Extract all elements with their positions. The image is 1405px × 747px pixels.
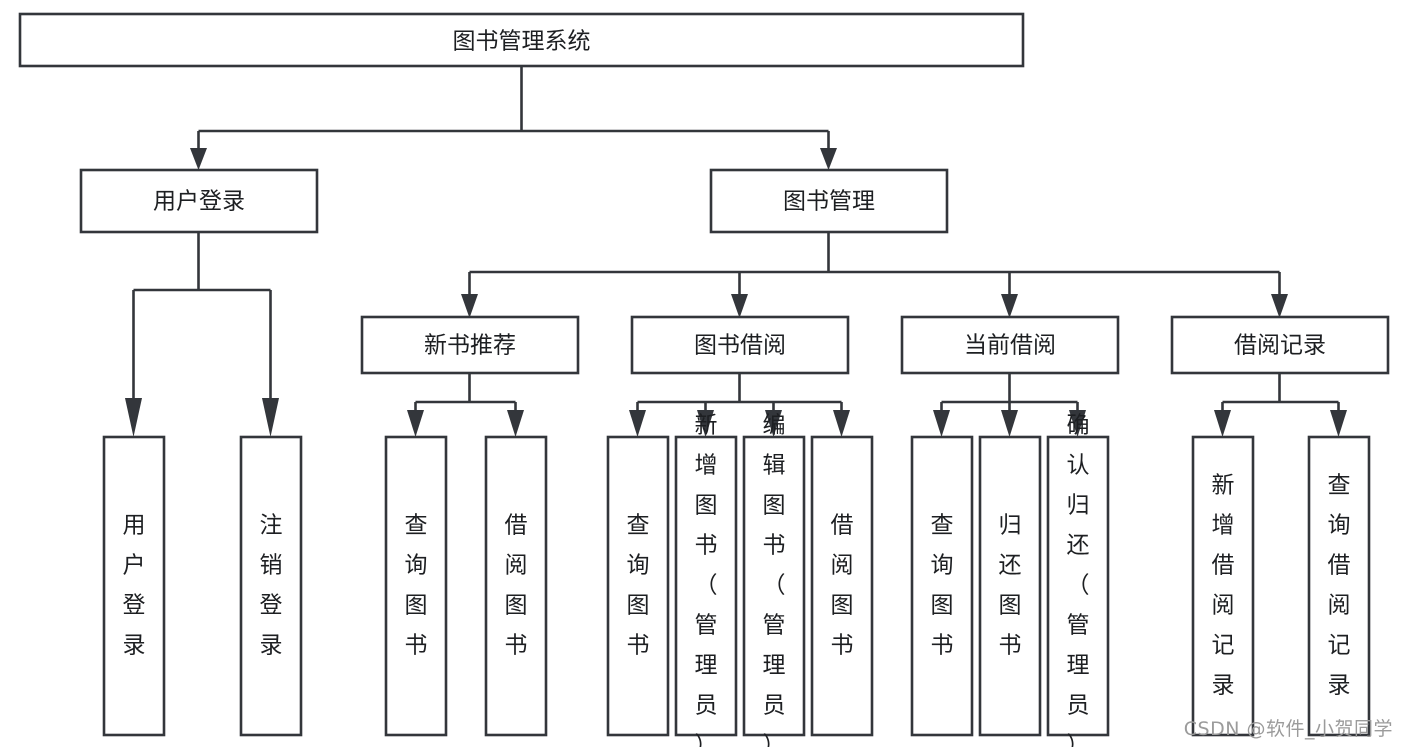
node-current-borrow-label: 当前借阅 xyxy=(964,333,1056,359)
leaf-query-borrow-record-box[interactable] xyxy=(1307,435,1371,737)
node-book-management-label: 图书管理 xyxy=(783,189,875,215)
leaf-add-book-admin-box[interactable] xyxy=(674,435,738,737)
leaf-newbook-query-book-label: 查询图书 xyxy=(405,513,428,659)
node-root-label: 图书管理系统 xyxy=(453,29,591,55)
node-root-box[interactable] xyxy=(18,12,1025,68)
arrow-head-book-manage xyxy=(820,148,837,170)
leaf-node-newbook-borrow-book[interactable]: 借阅图书 xyxy=(484,435,548,737)
leaf-node-confirm-return-admin[interactable]: 确认归还（管理员） xyxy=(1046,413,1110,747)
leaf-newbook-borrow-book-label: 借阅图书 xyxy=(505,513,528,659)
leaf-newbook-borrow-book-box[interactable] xyxy=(484,435,548,737)
arrow-head-new-book-recommend xyxy=(461,294,478,318)
leaf-user-login-box[interactable] xyxy=(102,435,166,737)
leaf-node-newbook-query-book[interactable]: 查询图书 xyxy=(384,435,448,737)
node-book-borrow-box[interactable] xyxy=(630,315,850,375)
node-book-management[interactable]: 图书管理 xyxy=(709,168,949,234)
arrow-head-leaf-logout xyxy=(262,398,279,437)
arrow-head-newbook-leaf-2 xyxy=(507,410,524,437)
leaf-borrow-book-box[interactable] xyxy=(810,435,874,737)
arrow-head-user-login xyxy=(190,148,207,170)
leaf-add-borrow-record-label: 新增借阅记录 xyxy=(1212,473,1235,699)
node-new-book-recommend[interactable]: 新书推荐 xyxy=(360,315,580,375)
node-current-borrow-box[interactable] xyxy=(900,315,1120,375)
arrow-head-bookborrow-leaf-4 xyxy=(833,410,850,437)
leaf-node-borrow-query-book[interactable]: 查询图书 xyxy=(606,435,670,737)
leaf-node-return-book[interactable]: 归还图书 xyxy=(978,435,1042,737)
node-borrow-record-box[interactable] xyxy=(1170,315,1390,375)
node-borrow-record[interactable]: 借阅记录 xyxy=(1170,315,1390,375)
leaf-edit-book-admin-box[interactable] xyxy=(742,435,806,737)
arrow-head-currentborrow-leaf-2 xyxy=(1001,410,1018,437)
arrow-head-bookborrow-leaf-3 xyxy=(765,410,782,437)
leaf-borrow-book-label: 借阅图书 xyxy=(831,513,854,659)
leaf-node-add-borrow-record[interactable]: 新增借阅记录 xyxy=(1191,435,1255,737)
leaf-return-book-label: 归还图书 xyxy=(999,513,1022,659)
node-borrow-record-label: 借阅记录 xyxy=(1234,333,1326,359)
node-current-borrow[interactable]: 当前借阅 xyxy=(900,315,1120,375)
leaf-node-add-book-admin[interactable]: 新增图书（管理员） xyxy=(674,413,738,747)
leaf-borrow-query-book-box[interactable] xyxy=(606,435,670,737)
leaf-current-query-book-box[interactable] xyxy=(910,435,974,737)
arrow-head-currentborrow-leaf-3 xyxy=(1069,410,1086,437)
leaf-newbook-query-book-box[interactable] xyxy=(384,435,448,737)
leaf-logout-box[interactable] xyxy=(239,435,303,737)
node-book-management-box[interactable] xyxy=(709,168,949,234)
leaf-edit-book-admin-label: 编辑图书（管理员） xyxy=(763,413,786,747)
leaf-node-query-borrow-record[interactable]: 查询借阅记录 xyxy=(1307,435,1371,737)
leaf-node-edit-book-admin[interactable]: 编辑图书（管理员） xyxy=(742,413,806,747)
node-new-book-recommend-label: 新书推荐 xyxy=(424,333,516,359)
arrow-head-currentborrow-leaf-1 xyxy=(933,410,950,437)
leaf-node-user-login[interactable]: 用户登录 xyxy=(102,435,166,737)
node-new-book-recommend-box[interactable] xyxy=(360,315,580,375)
leaf-confirm-return-admin-box[interactable] xyxy=(1046,435,1110,737)
connector-layer xyxy=(125,66,1347,437)
leaf-add-book-admin-label: 新增图书（管理员） xyxy=(695,413,718,747)
leaf-current-query-book-label: 查询图书 xyxy=(931,513,954,659)
node-user-login-box[interactable] xyxy=(79,168,319,234)
node-book-borrow-label: 图书借阅 xyxy=(694,333,786,359)
leaf-node-borrow-book[interactable]: 借阅图书 xyxy=(810,435,874,737)
node-user-login-label: 用户登录 xyxy=(153,189,245,215)
leaf-borrow-query-book-label: 查询图书 xyxy=(627,513,650,659)
arrow-head-leaf-user-login xyxy=(125,398,142,437)
leaf-node-current-query-book[interactable]: 查询图书 xyxy=(910,435,974,737)
leaf-logout-label: 注销登录 xyxy=(260,513,283,659)
leaf-node-logout[interactable]: 注销登录 xyxy=(239,435,303,737)
arrow-head-current-borrow xyxy=(1001,294,1018,318)
leaf-add-borrow-record-box[interactable] xyxy=(1191,435,1255,737)
leaf-query-borrow-record-label: 查询借阅记录 xyxy=(1328,473,1351,699)
leaf-return-book-box[interactable] xyxy=(978,435,1042,737)
node-user-login[interactable]: 用户登录 xyxy=(79,168,319,234)
node-book-borrow[interactable]: 图书借阅 xyxy=(630,315,850,375)
leaf-user-login-label: 用户登录 xyxy=(123,513,146,659)
leaf-confirm-return-admin-label: 确认归还（管理员） xyxy=(1067,413,1090,747)
arrow-head-newbook-leaf-1 xyxy=(407,410,424,437)
arrow-head-borrowrecord-leaf-2 xyxy=(1330,410,1347,437)
arrow-head-bookborrow-leaf-2 xyxy=(697,410,714,437)
arrow-head-borrow-record xyxy=(1271,294,1288,318)
arrow-head-bookborrow-leaf-1 xyxy=(629,410,646,437)
arrow-head-borrowrecord-leaf-1 xyxy=(1214,410,1231,437)
arrow-head-book-borrow xyxy=(731,294,748,318)
node-root-book-management-system[interactable]: 图书管理系统 xyxy=(18,12,1025,68)
